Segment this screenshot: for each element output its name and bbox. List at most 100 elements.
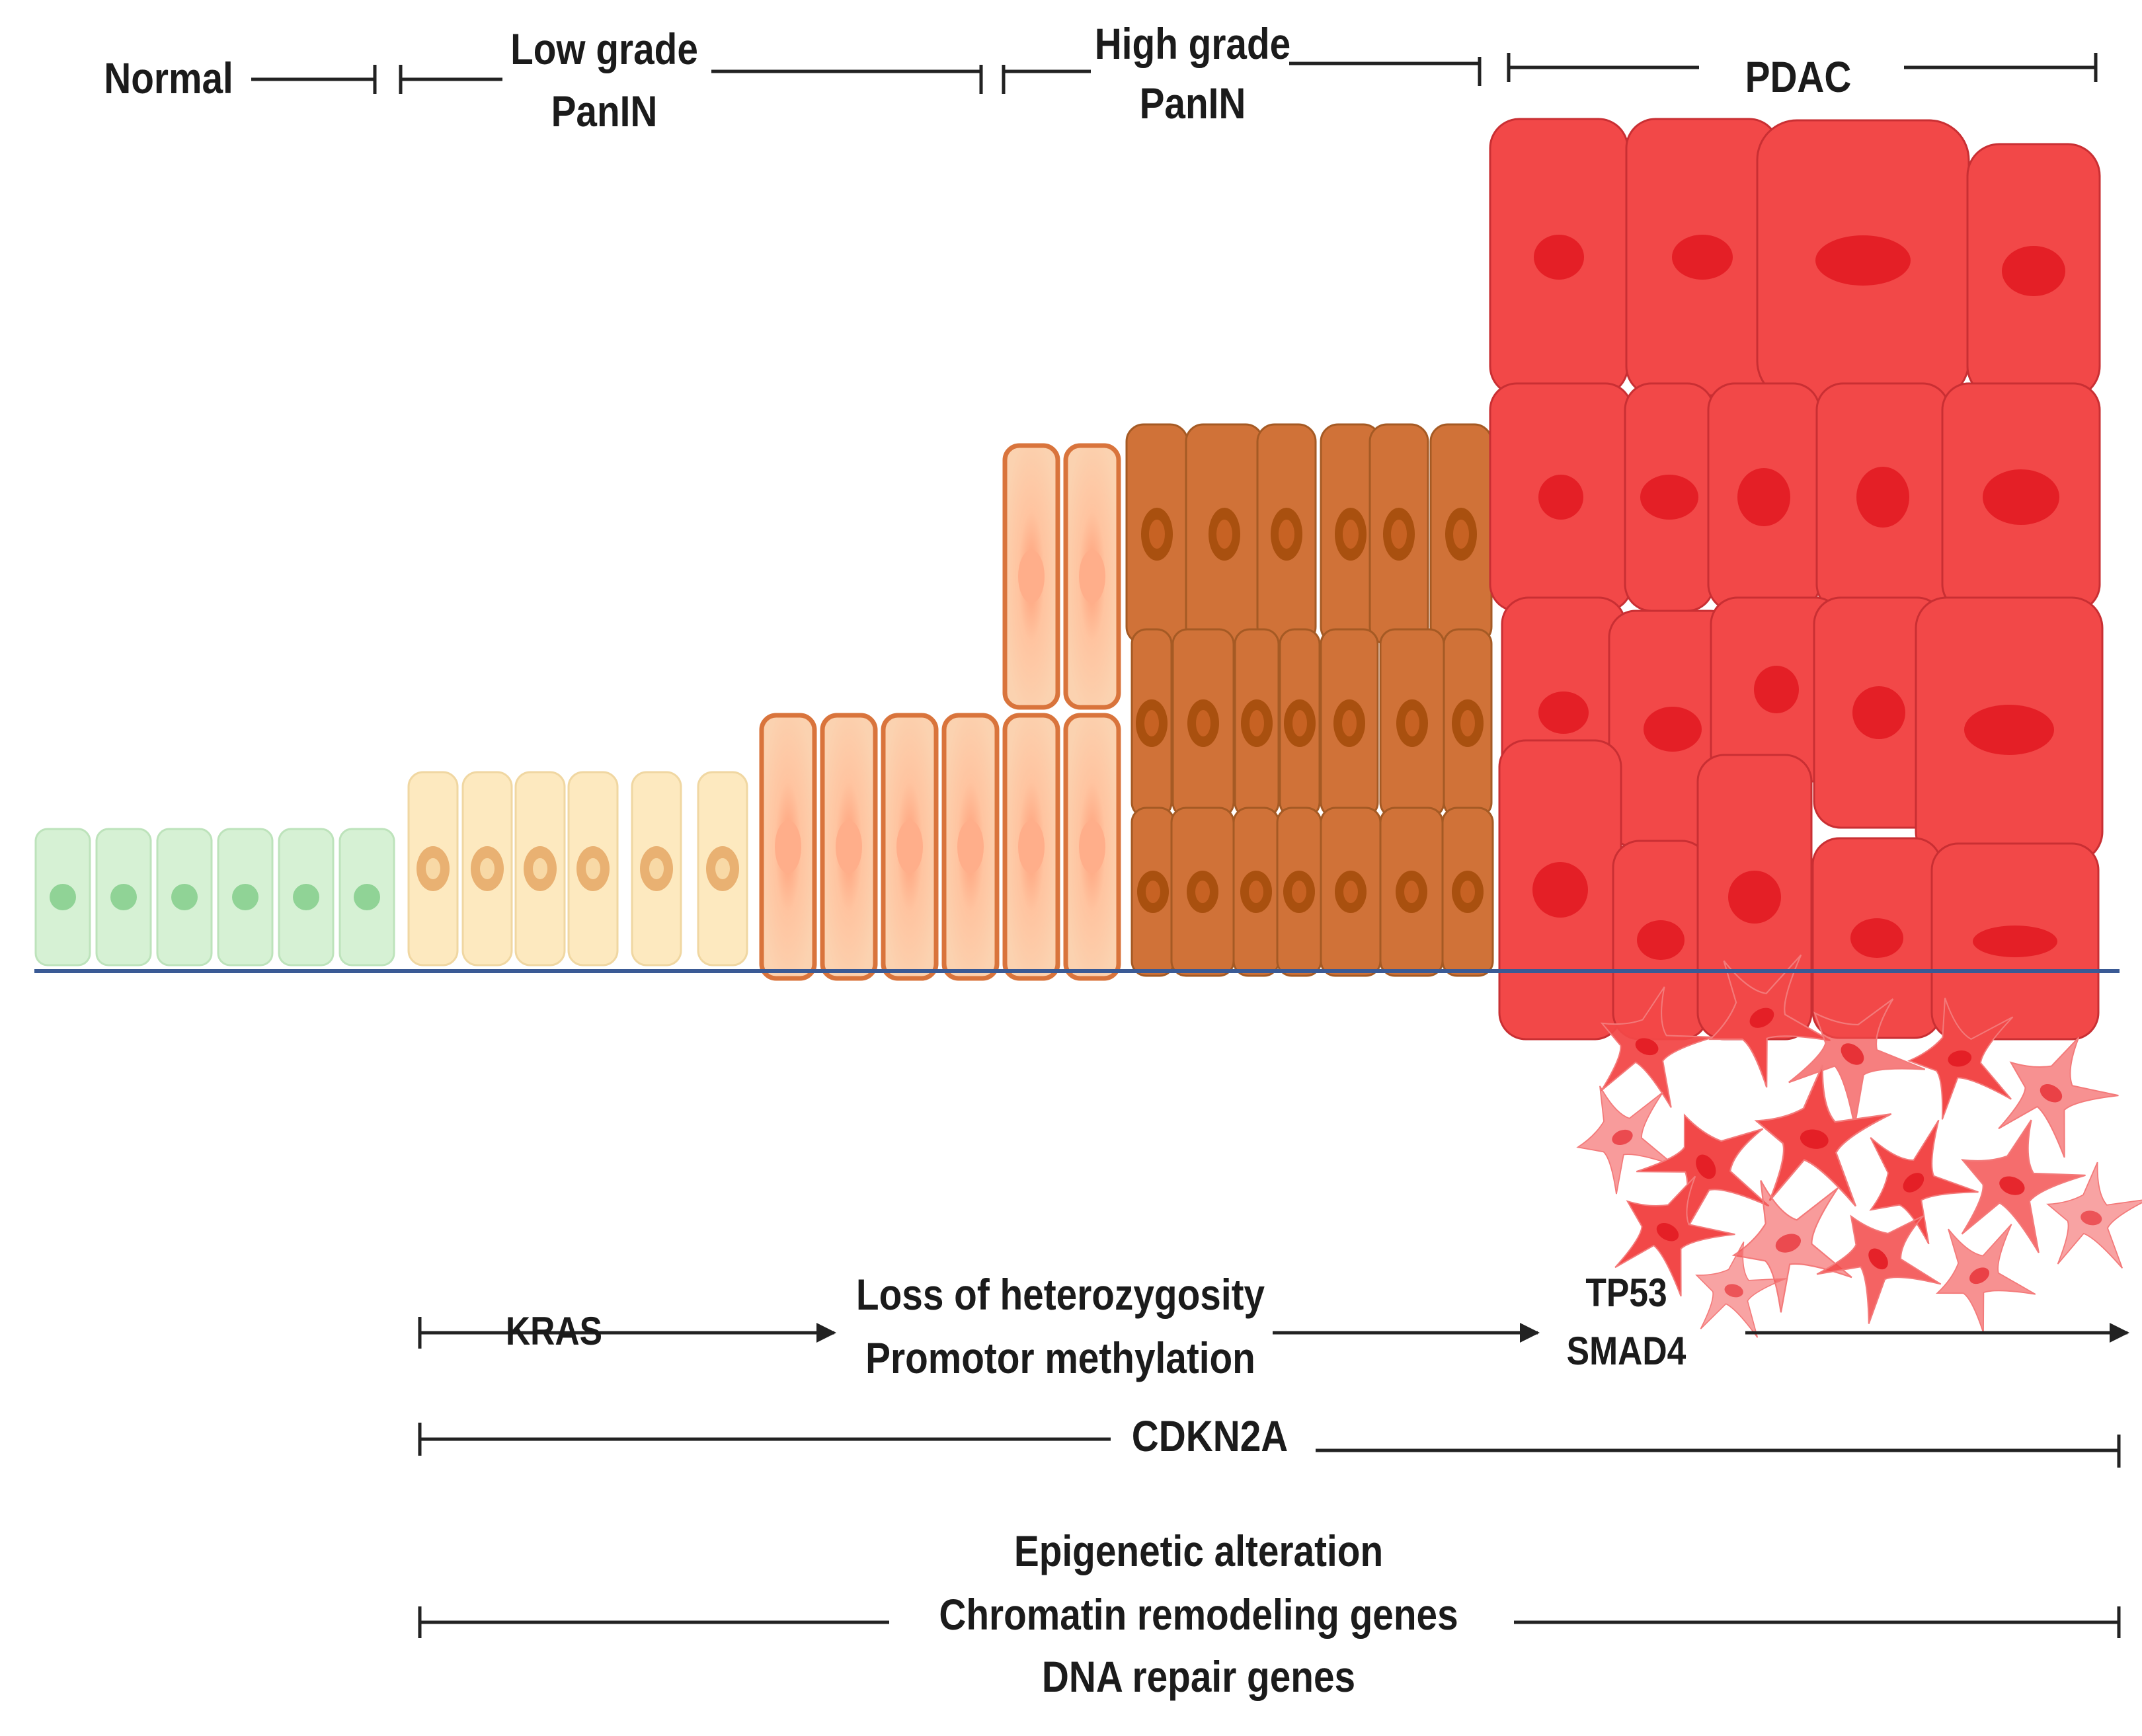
high-grade-cell bbox=[1279, 628, 1321, 818]
nucleus bbox=[1973, 926, 2057, 957]
invading-tumor-cell bbox=[1576, 1085, 1675, 1195]
nucleus bbox=[1850, 918, 1903, 958]
invading-tumor-cell bbox=[1936, 1224, 2036, 1333]
high-grade-cell bbox=[1234, 628, 1280, 818]
nucleus bbox=[1815, 235, 1911, 286]
mutation-timeline bbox=[418, 1317, 2129, 1638]
nucleus bbox=[2081, 1210, 2102, 1226]
invading-tumor-cell bbox=[2046, 1162, 2142, 1269]
invading-tumor-cell bbox=[1998, 1037, 2119, 1158]
early-panin-cell bbox=[1063, 443, 1121, 710]
pdac-cell bbox=[1813, 596, 1945, 829]
pdac-cell bbox=[1811, 837, 1942, 1039]
nucleus bbox=[2040, 1084, 2063, 1103]
pdac-cell bbox=[1489, 118, 1629, 397]
early-panin-cell bbox=[820, 713, 878, 981]
invading-tumor-cell bbox=[1869, 1119, 1979, 1245]
nucleus bbox=[1640, 475, 1698, 520]
normal-range-bar bbox=[251, 65, 377, 94]
nucleus bbox=[1637, 920, 1685, 960]
high-grade-cell bbox=[1429, 423, 1493, 645]
early-panin-cell bbox=[941, 713, 1000, 981]
pdac-cell bbox=[1498, 739, 1622, 1041]
nucleus bbox=[1969, 1267, 1990, 1284]
invading-tumor-cell bbox=[1816, 1214, 1942, 1324]
nucleus bbox=[836, 820, 862, 873]
nucleus bbox=[232, 884, 258, 910]
high-grade-range-bar bbox=[1002, 57, 1482, 94]
pdac-cell bbox=[1966, 143, 2101, 399]
high-grade-cell bbox=[1320, 807, 1382, 977]
normal-cell bbox=[34, 828, 91, 967]
stage-label-high-grade-line2: PanIN bbox=[1139, 79, 1246, 128]
normal-cell bbox=[156, 828, 213, 967]
nucleus bbox=[1079, 550, 1105, 603]
invading-tumor-cell bbox=[1708, 954, 1831, 1088]
low-grade-cell bbox=[407, 771, 459, 967]
nucleus bbox=[110, 884, 137, 910]
stage-label-pdac: PDAC bbox=[1745, 52, 1852, 101]
invading-tumor-cell bbox=[1614, 1175, 1735, 1297]
high-grade-cell bbox=[1171, 628, 1235, 818]
nucleus bbox=[171, 884, 198, 910]
nucleus bbox=[1538, 691, 1589, 734]
pdac-cell bbox=[1625, 118, 1780, 397]
high-grade-cell bbox=[1125, 423, 1189, 645]
early-panin-cell bbox=[881, 713, 939, 981]
nucleus bbox=[1635, 1038, 1659, 1056]
invading-tumor-cell bbox=[1960, 1119, 2086, 1253]
pdac-cell bbox=[1756, 119, 1970, 402]
nucleus bbox=[1856, 467, 1909, 528]
mutation-label-cdkn2a: CDKN2A bbox=[1131, 1411, 1289, 1460]
early-panin-cell bbox=[1002, 713, 1060, 981]
low-grade-cell bbox=[631, 771, 682, 967]
mutation-label-dna-repair: DNA repair genes bbox=[1041, 1652, 1356, 1701]
normal-cell bbox=[338, 828, 395, 967]
high-grade-cell bbox=[1320, 628, 1379, 818]
nucleus bbox=[1538, 475, 1583, 520]
nucleus bbox=[1656, 1222, 1679, 1242]
invading-tumor-cell bbox=[1731, 1180, 1852, 1313]
nucleus bbox=[1800, 1129, 1829, 1149]
high-grade-cell bbox=[1185, 423, 1264, 645]
nucleus bbox=[1532, 862, 1588, 918]
nucleus bbox=[1644, 707, 1702, 752]
nucleus bbox=[1948, 1050, 1972, 1067]
cells-layer bbox=[34, 118, 2142, 1338]
nucleus bbox=[1754, 666, 1799, 713]
nucleus bbox=[896, 820, 923, 873]
pdac-cell bbox=[1941, 382, 2101, 612]
mutation-label-smad4: SMAD4 bbox=[1566, 1329, 1686, 1373]
nucleus bbox=[1728, 871, 1781, 924]
high-grade-cell bbox=[1320, 423, 1382, 645]
nucleus bbox=[293, 884, 319, 910]
nucleus bbox=[354, 884, 380, 910]
nucleus bbox=[957, 820, 984, 873]
nucleus bbox=[1903, 1173, 1924, 1193]
nucleus bbox=[1672, 235, 1733, 280]
mutation-label-promotor-methylation: Promotor methylation bbox=[865, 1333, 1255, 1382]
invading-tumor-cell bbox=[1907, 998, 2014, 1120]
nucleus bbox=[1018, 550, 1045, 603]
epigenetic-range-bar bbox=[418, 1606, 2121, 1638]
mutation-label-loh: Loss of heterozygosity bbox=[855, 1270, 1265, 1319]
nucleus bbox=[2002, 246, 2065, 296]
nucleus bbox=[50, 884, 76, 910]
nucleus bbox=[1018, 820, 1045, 873]
nucleus bbox=[1749, 1007, 1774, 1028]
mutation-label-tp53: TP53 bbox=[1585, 1271, 1667, 1315]
mutation-label-chromatin: Chromatin remodeling genes bbox=[939, 1590, 1458, 1639]
high-grade-cell bbox=[1276, 807, 1322, 977]
nucleus bbox=[1852, 686, 1905, 739]
stage-range-bars bbox=[251, 53, 2098, 94]
invading-tumor-cell bbox=[1754, 1064, 1892, 1207]
high-grade-cell bbox=[1443, 628, 1493, 818]
mutation-label-kras: KRAS bbox=[505, 1309, 603, 1353]
nucleus bbox=[1775, 1234, 1802, 1253]
mutation-label-epigenetic: Epigenetic alteration bbox=[1013, 1526, 1384, 1575]
early-panin-cell bbox=[1063, 713, 1121, 981]
normal-cell bbox=[217, 828, 274, 967]
stage-label-high-grade-line1: High grade bbox=[1094, 19, 1291, 68]
early-panin-cell bbox=[759, 713, 817, 981]
